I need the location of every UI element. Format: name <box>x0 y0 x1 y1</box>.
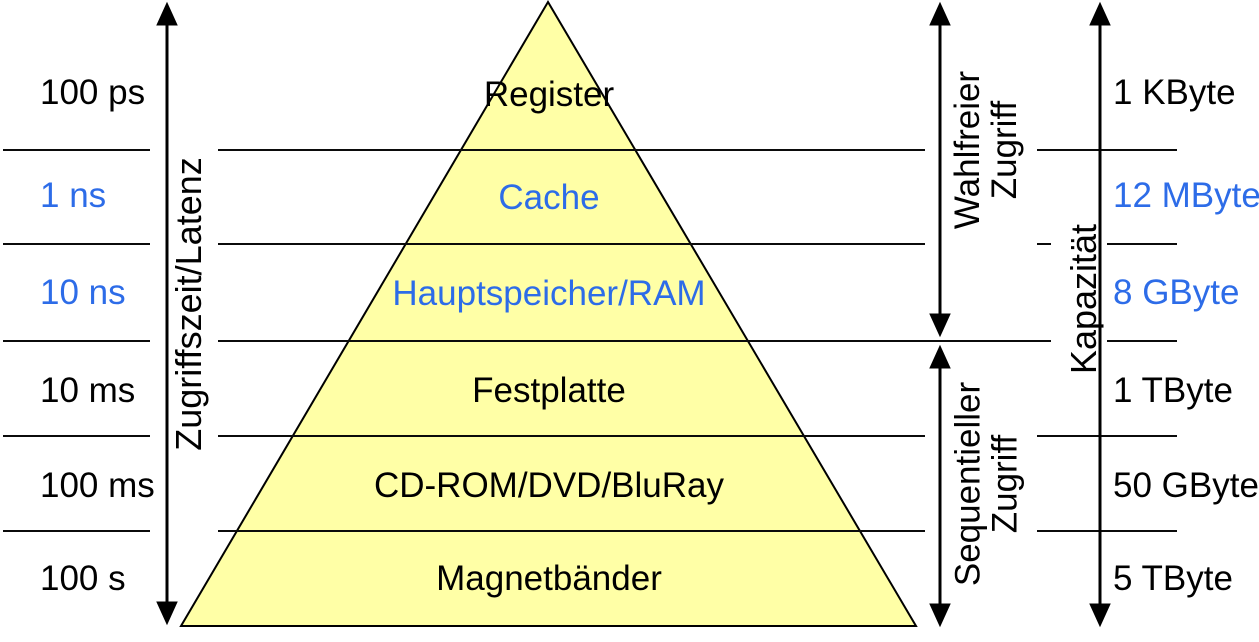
random-access-line1: Wahlfreier <box>948 70 987 230</box>
access-time-label: 100 s <box>40 559 126 598</box>
pyramid-level-label: Cache <box>498 178 600 217</box>
boundary-line <box>1107 243 1177 245</box>
sequential-access-label: Sequentieller Zugriff <box>948 377 1025 592</box>
random-access-label: Wahlfreier Zugriff <box>948 60 1024 240</box>
capacity-label: 5 TByte <box>1113 559 1233 598</box>
arrowhead-down-icon <box>1089 603 1111 628</box>
boundary-line <box>1037 243 1051 245</box>
boundary-line <box>3 149 150 151</box>
boundary-line <box>3 435 150 437</box>
access-time-label: 100 ms <box>40 466 155 505</box>
arrowhead-up-icon <box>929 344 951 369</box>
capacity-label: 50 GByte <box>1113 466 1259 505</box>
access-time-axis-title: Zugriffszeit/Latenz <box>167 157 209 451</box>
arrowhead-down-icon <box>929 603 951 628</box>
pyramid <box>179 0 918 627</box>
boundary-line <box>1037 530 1177 532</box>
pyramid-level-label: Register <box>483 75 615 114</box>
capacity-axis-title: Kapazität <box>1062 223 1104 375</box>
pyramid-level-label: Magnetbänder <box>436 559 662 598</box>
capacity-label: 1 TByte <box>1113 371 1233 410</box>
arrowhead-down-icon <box>929 313 951 338</box>
arrowhead-up-icon <box>156 1 178 26</box>
capacity-label: 1 KByte <box>1113 73 1236 112</box>
boundary-line <box>218 243 925 245</box>
boundary-line <box>1037 149 1177 151</box>
arrowhead-up-icon <box>929 1 951 26</box>
pyramid-level-label: Festplatte <box>472 371 626 410</box>
boundary-line <box>3 243 150 245</box>
capacity-label: 12 MByte <box>1113 176 1259 215</box>
boundary-line <box>1037 435 1177 437</box>
boundary-line <box>1107 340 1177 342</box>
pyramid-level-label: Hauptspeicher/RAM <box>392 274 706 313</box>
sequential-access-line2: Zugriff <box>985 434 1025 534</box>
arrowhead-down-icon <box>156 601 178 626</box>
arrowhead-up-icon <box>1089 1 1111 26</box>
sequential-access-arrow <box>929 344 951 628</box>
capacity-label: 8 GByte <box>1113 273 1240 312</box>
access-time-label: 100 ps <box>40 73 146 112</box>
pyramid-level-label: CD-ROM/DVD/BluRay <box>373 466 725 505</box>
boundary-line <box>218 149 925 151</box>
boundary-line <box>218 530 925 532</box>
boundary-line <box>3 340 150 342</box>
sequential-access-line1: Sequentieller <box>948 381 988 587</box>
boundary-line <box>218 435 925 437</box>
random-access-line2: Zugriff <box>985 100 1024 200</box>
random-access-arrow <box>929 1 951 338</box>
boundary-line <box>218 340 1051 342</box>
boundary-line <box>3 530 150 532</box>
